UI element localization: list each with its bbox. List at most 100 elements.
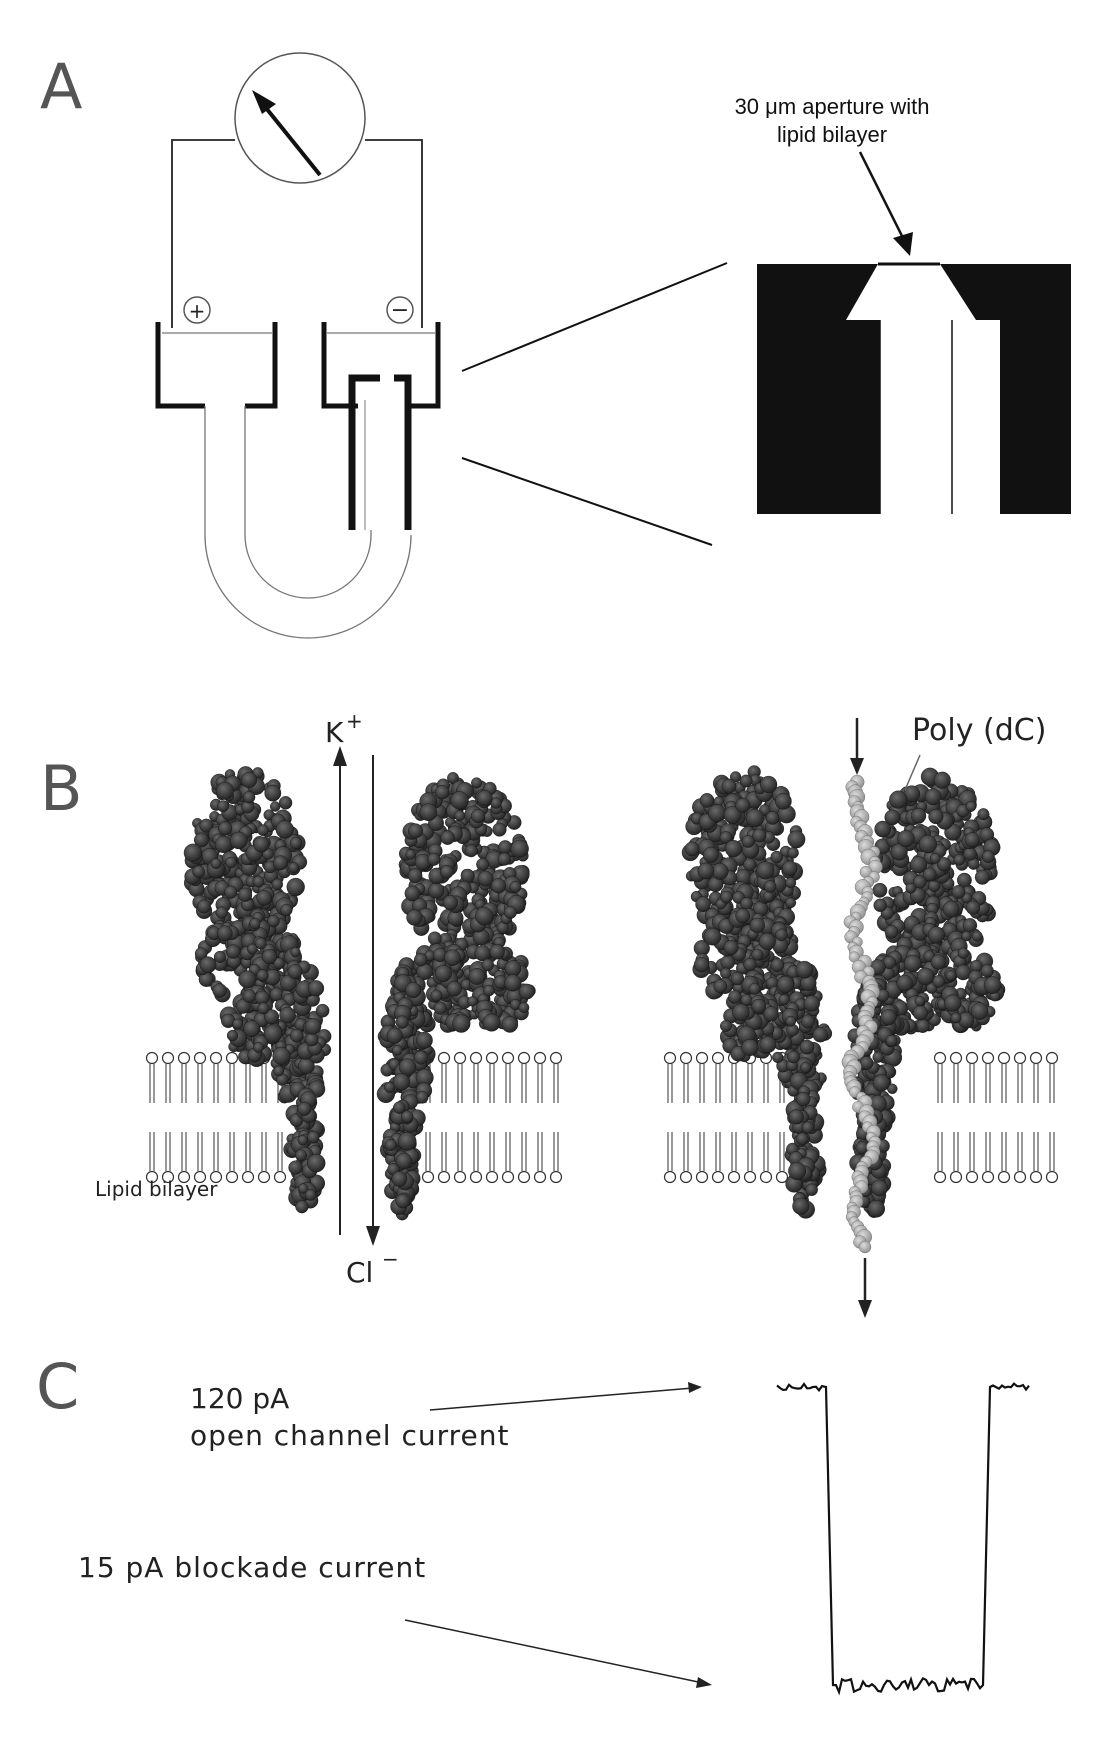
atom-sphere xyxy=(468,968,486,985)
lipid-head xyxy=(257,1170,271,1184)
blockade-current-label: 15 pA blockade current xyxy=(78,1551,426,1584)
atom-sphere xyxy=(414,953,428,967)
atom-sphere xyxy=(295,1200,309,1214)
atom-sphere xyxy=(695,896,711,913)
atom-sphere xyxy=(213,950,226,963)
current-trace xyxy=(776,1382,1030,1696)
atom-sphere xyxy=(252,875,265,888)
atom-sphere xyxy=(490,878,507,894)
lipid-head xyxy=(161,1170,175,1184)
atom-sphere xyxy=(280,903,293,917)
aperture-callout-line1: 30 μm aperture with xyxy=(735,94,930,119)
atom-sphere xyxy=(307,1153,326,1173)
aperture-tube-left xyxy=(348,374,380,530)
atom-sphere xyxy=(194,947,208,960)
atom-sphere xyxy=(778,994,790,1006)
aperture-tube-right xyxy=(394,374,412,530)
atom-sphere xyxy=(729,771,742,783)
hemolysin-protein-left-half xyxy=(183,766,332,1214)
poly-dc-leader xyxy=(904,754,921,791)
atom-sphere xyxy=(405,849,416,860)
atom-sphere xyxy=(419,803,438,822)
atom-sphere xyxy=(386,1027,403,1044)
atom-sphere xyxy=(199,956,217,974)
atom-sphere xyxy=(518,1002,530,1013)
atom-sphere xyxy=(788,1162,806,1180)
atom-sphere xyxy=(230,831,248,850)
atom-sphere xyxy=(884,809,901,826)
atom-sphere xyxy=(315,1003,330,1018)
atom-sphere xyxy=(212,983,227,998)
lipid-head xyxy=(663,1170,677,1184)
atom-sphere xyxy=(795,960,814,979)
panel-c-letter: C xyxy=(36,1350,79,1423)
atom-sphere xyxy=(224,885,238,899)
lipid-head xyxy=(193,1051,207,1065)
atom-sphere xyxy=(497,852,511,866)
atom-sphere xyxy=(304,1018,322,1035)
atom-sphere xyxy=(914,995,925,1007)
atom-sphere xyxy=(787,847,799,859)
right-chamber-wall xyxy=(321,322,358,409)
lipid-head xyxy=(711,1170,725,1184)
lipid-head xyxy=(1013,1170,1027,1184)
atom-sphere xyxy=(759,1036,777,1054)
lipid-head xyxy=(161,1051,175,1065)
atom-sphere xyxy=(275,820,294,839)
atom-sphere xyxy=(724,839,743,858)
atom-sphere xyxy=(801,1121,814,1134)
lipid-head xyxy=(727,1170,741,1184)
atom-sphere xyxy=(192,865,205,879)
atom-sphere xyxy=(936,857,952,872)
atom-sphere xyxy=(392,1073,410,1091)
atom-sphere xyxy=(257,824,269,837)
atom-sphere xyxy=(805,1183,818,1197)
lipid-head xyxy=(981,1051,995,1065)
atom-sphere xyxy=(912,1005,928,1021)
lipid-head xyxy=(517,1051,531,1065)
lipid-head xyxy=(759,1170,773,1184)
atom-sphere xyxy=(924,788,942,806)
lipid-head xyxy=(743,1170,757,1184)
atom-sphere xyxy=(307,1130,320,1144)
atom-sphere xyxy=(693,957,710,973)
atom-sphere xyxy=(953,854,965,866)
atom-sphere xyxy=(872,1074,890,1092)
atom-sphere xyxy=(971,930,983,942)
atom-sphere xyxy=(435,785,450,800)
lipid-head xyxy=(469,1051,483,1065)
cl-ion-arrow-head xyxy=(366,1226,380,1246)
lipid-head xyxy=(997,1170,1011,1184)
atom-sphere xyxy=(732,1003,750,1021)
atom-sphere xyxy=(702,846,719,863)
k-ion-label: K xyxy=(325,716,344,749)
lipid-head xyxy=(453,1051,467,1065)
atom-sphere xyxy=(504,960,522,977)
atom-sphere xyxy=(962,918,978,933)
hemolysin-protein-right-half xyxy=(376,772,536,1221)
atom-sphere xyxy=(391,1171,408,1187)
lipid-head xyxy=(209,1051,223,1065)
lipid-head xyxy=(1045,1051,1059,1065)
atom-sphere xyxy=(792,1197,810,1215)
poly-dc-label: Poly (dC) xyxy=(912,713,1046,748)
atom-sphere xyxy=(492,822,507,837)
atom-sphere xyxy=(723,940,739,956)
lipid-head xyxy=(949,1170,963,1184)
atom-sphere xyxy=(772,1051,784,1064)
atom-sphere xyxy=(763,880,777,893)
atom-sphere xyxy=(263,1024,283,1043)
atom-sphere xyxy=(788,1109,804,1125)
atom-sphere xyxy=(751,998,767,1014)
atom-sphere xyxy=(774,792,792,810)
atom-sphere xyxy=(243,1020,261,1038)
atom-sphere xyxy=(253,836,270,853)
atom-sphere xyxy=(261,949,277,965)
atom-sphere xyxy=(723,806,742,825)
atom-sphere xyxy=(951,885,966,899)
atom-sphere xyxy=(415,1031,433,1049)
atom-sphere xyxy=(304,1189,317,1201)
atom-sphere xyxy=(272,1046,291,1065)
atom-sphere xyxy=(264,1009,280,1025)
